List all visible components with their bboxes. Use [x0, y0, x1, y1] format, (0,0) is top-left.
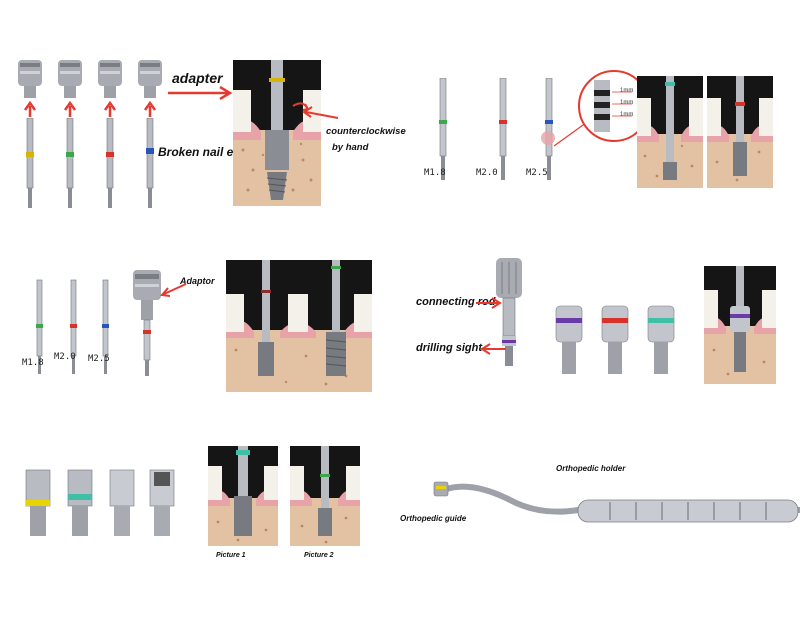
adaptor-label: Adaptor	[180, 276, 215, 286]
section-connecting-rod: connecting rod drilling sight	[400, 230, 800, 410]
adaptor-arrow-icon	[160, 283, 187, 297]
picture-1-image	[208, 446, 278, 546]
adaptor-with-drill	[133, 270, 161, 376]
adaptor-clinical-image	[226, 260, 372, 392]
drill-m25-short	[102, 279, 109, 374]
section-adaptor-drills: Adaptor M1.8 M2.0 M2.5	[0, 230, 400, 410]
arrow-to-panel-icon	[168, 86, 233, 100]
drill-m18-short	[36, 279, 43, 374]
hand-label-line1: counterclockwise	[326, 126, 406, 137]
counterclockwise-arrow-icon	[302, 106, 339, 119]
adaptor-drill-icons	[36, 270, 161, 376]
orthopedic-holder-icon	[433, 481, 800, 523]
extractor-gold	[26, 118, 34, 208]
section-guides: Picture 1 Picture 2	[0, 430, 400, 625]
size-label-m25-b: M2.5	[88, 354, 110, 364]
scale-label-3: 1mm	[620, 112, 634, 118]
guide-sleeve-icons	[25, 469, 175, 536]
guide-teal	[67, 469, 93, 536]
connecting-rod-icon	[496, 258, 522, 366]
guide-label: Orthopedic guide	[400, 514, 467, 523]
size-label-m20: M2.0	[476, 168, 498, 178]
drill-m20-short	[70, 279, 77, 374]
drill-m20	[499, 78, 507, 180]
drilling-sight-teal	[647, 305, 675, 374]
drilling-sight-icons	[555, 305, 675, 374]
scale-label-1: 1mm	[620, 88, 634, 94]
guide-yellow	[25, 469, 51, 536]
size-label-m18-b: M1.8	[22, 358, 44, 368]
picture-2-label: Picture 2	[304, 552, 334, 559]
drill-clinical-image-2	[707, 76, 773, 188]
hand-label-line2: by hand	[332, 142, 369, 153]
drilling-sight-red	[601, 305, 629, 374]
drill-m25	[541, 78, 555, 180]
extractor-blue	[146, 118, 154, 208]
adapter-3	[98, 60, 122, 98]
scale-label-2: 1mm	[620, 100, 634, 106]
size-label-m20-b: M2.0	[54, 352, 76, 362]
size-label-m25: M2.5	[526, 168, 548, 178]
drilling-sight-arrow-icon	[480, 343, 506, 355]
section-orthopedic-holder: Orthopedic holder Orthopedic guide	[400, 430, 800, 625]
extractor-icons	[26, 118, 154, 208]
size-label-m18: M1.8	[424, 168, 446, 178]
adapter-1	[18, 60, 42, 98]
adapter-label: adapter	[172, 70, 223, 86]
drill-m18	[439, 78, 447, 180]
extractor-green	[66, 118, 74, 208]
adapter-2	[58, 60, 82, 98]
picture-1-label: Picture 1	[216, 552, 246, 559]
drill-bit-icons	[439, 78, 555, 180]
holder-label: Orthopedic holder	[556, 464, 626, 473]
drill-clinical-image-1	[637, 76, 703, 188]
extractor-clinical-image	[233, 60, 321, 206]
drilling-sight-label: drilling sight	[416, 342, 482, 354]
guide-dark	[149, 469, 175, 536]
section-drill-depth: M1.8 M2.0 M2.5 1mm 1mm 1mm	[400, 0, 800, 220]
picture-2-image	[290, 446, 360, 546]
section-broken-nail-extractor: adapter Broken nail extractor counterclo…	[0, 0, 406, 220]
drilling-sight-purple	[555, 305, 583, 374]
connecting-rod-arrow-icon	[476, 297, 502, 309]
extractor-red	[106, 118, 114, 208]
guide-plain	[109, 469, 135, 536]
adapter-4	[138, 60, 162, 98]
adapter-icons	[18, 60, 162, 98]
up-arrow-icons	[23, 100, 157, 117]
connecting-rod-label: connecting rod	[416, 296, 496, 308]
connecting-rod-clinical-image	[704, 266, 776, 384]
